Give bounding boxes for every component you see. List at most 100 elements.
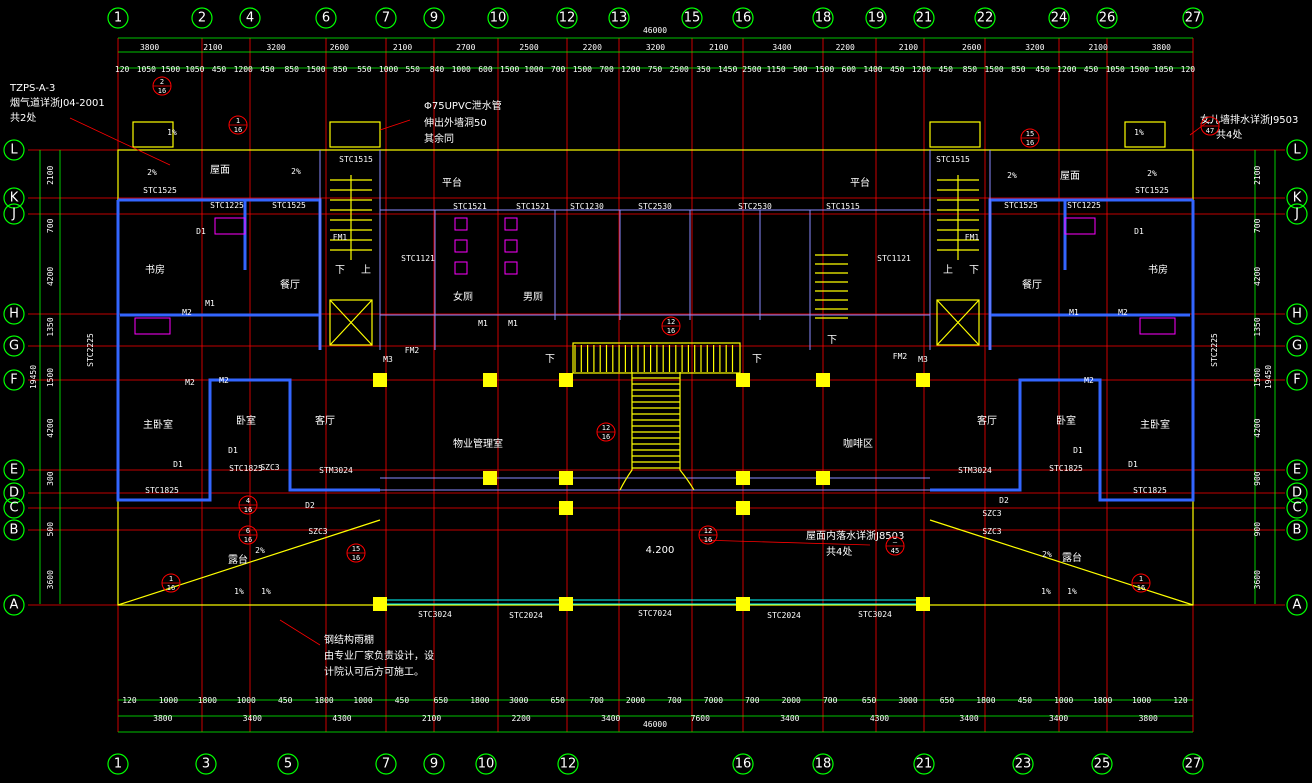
svg-text:7: 7	[382, 757, 390, 772]
tag: STC2225	[86, 333, 95, 367]
tag: STC1515	[826, 202, 860, 211]
tag: STC1525	[143, 186, 177, 195]
dimension-value: 1050	[137, 65, 156, 74]
detail-ref-bubble[interactable]: 616	[238, 525, 258, 545]
dimension-value: 2500	[519, 43, 538, 52]
room-property-management: 物业管理室	[453, 437, 503, 450]
svg-text:A: A	[10, 598, 19, 613]
svg-text:7: 7	[382, 11, 390, 26]
dimension-value: 500	[46, 522, 55, 537]
dimension-value: 2600	[330, 43, 349, 52]
dimension-value: 1500	[46, 368, 55, 387]
tag: M2	[1118, 308, 1128, 317]
tag: FM1	[965, 233, 980, 242]
axis-bubble-7: 7	[375, 7, 397, 29]
tag: STC7024	[638, 609, 672, 618]
dimension-value: 450	[1035, 65, 1050, 74]
dimension-value: 2100	[1253, 165, 1262, 184]
dimension-value: 1500	[573, 65, 592, 74]
svg-text:1: 1	[1139, 575, 1143, 583]
dimension-value: 120	[115, 65, 130, 74]
svg-text:13: 13	[611, 11, 628, 26]
room-dining-left: 餐厅	[280, 278, 300, 291]
note-canopy-line2: 计院认可后方可施工。	[324, 665, 424, 678]
detail-ref-bubble[interactable]: —47	[1200, 116, 1220, 136]
room-mens-wc: 男厕	[523, 291, 543, 303]
dimension-value: 2500	[670, 65, 689, 74]
dimension-value: 1500	[984, 65, 1003, 74]
svg-text:4: 4	[246, 497, 250, 505]
dimension-value: 450	[212, 65, 227, 74]
dimension-value: 1000	[1054, 696, 1073, 705]
detail-ref-bubble[interactable]: —45	[885, 536, 905, 556]
dimension-value: 3600	[1253, 570, 1262, 589]
axis-bubble-16: 16	[732, 753, 754, 775]
svg-text:18: 18	[815, 11, 832, 26]
dimension-value: 700	[599, 65, 614, 74]
stair-down-label: 下	[827, 335, 837, 346]
svg-text:L: L	[10, 143, 18, 158]
tag: M2	[182, 308, 192, 317]
svg-text:10: 10	[490, 11, 507, 26]
dimension-value: 700	[46, 218, 55, 233]
note-pipe-3: 其余同	[424, 132, 454, 145]
detail-ref-bubble[interactable]: 116	[161, 573, 181, 593]
axis-bubble-F: F	[1286, 369, 1308, 391]
room-terrace-left: 露台	[228, 553, 248, 566]
dimension-value: 850	[963, 65, 978, 74]
dimension-value: 2600	[962, 43, 981, 52]
slope-label: 1%	[1041, 587, 1051, 596]
note-parapet: 女儿墙排水详浙J9503	[1200, 113, 1298, 126]
dimension-value: 700	[745, 696, 760, 705]
detail-ref-bubble[interactable]: 116	[228, 115, 248, 135]
dimension-value: 2000	[626, 696, 645, 705]
stair-up-label: 上	[361, 264, 371, 276]
dimension-value: 2100	[1089, 43, 1108, 52]
dimension-value: 2100	[203, 43, 222, 52]
dimension-value: 700	[551, 65, 566, 74]
svg-text:B: B	[1293, 523, 1302, 538]
svg-text:G: G	[9, 339, 19, 354]
svg-text:6: 6	[246, 527, 250, 535]
room-roof-left: 屋面	[210, 164, 230, 176]
dimension-value: 1000	[452, 65, 471, 74]
column	[559, 471, 573, 485]
axis-bubble-F: F	[3, 369, 25, 391]
detail-ref-bubble[interactable]: 416	[238, 495, 258, 515]
dimension-value: 1500	[1253, 368, 1262, 387]
svg-text:12: 12	[704, 527, 712, 535]
column	[373, 373, 387, 387]
detail-ref-bubble[interactable]: 116	[1131, 573, 1151, 593]
axis-bubble-B: B	[1286, 519, 1308, 541]
slope-label: 2%	[291, 167, 301, 176]
axis-bubble-G: G	[3, 335, 25, 357]
axis-bubble-16: 16	[732, 7, 754, 29]
dimension-value: 3400	[780, 714, 799, 723]
dimension-value: 4200	[46, 418, 55, 437]
axis-bubble-G: G	[1286, 335, 1308, 357]
axis-bubble-13: 13	[608, 7, 630, 29]
dimension-value: 700	[667, 696, 682, 705]
column	[736, 471, 750, 485]
detail-ref-bubble[interactable]: 216	[152, 76, 172, 96]
dimension-value: 1400	[863, 65, 882, 74]
svg-text:1: 1	[114, 757, 122, 772]
dimension-value: 350	[696, 65, 711, 74]
svg-text:—: —	[893, 538, 898, 546]
right-total-dim: 19450	[1264, 365, 1273, 389]
note-roof-drain: 屋面内落水详浙J8503	[806, 529, 904, 542]
svg-text:F: F	[1293, 373, 1300, 388]
axis-bubble-A: A	[3, 594, 25, 616]
axis-bubble-D: D	[1286, 482, 1308, 504]
column	[916, 373, 930, 387]
dimension-value: 3400	[1049, 714, 1068, 723]
slope-label: 1%	[261, 587, 271, 596]
slope-label: 2%	[147, 168, 157, 177]
